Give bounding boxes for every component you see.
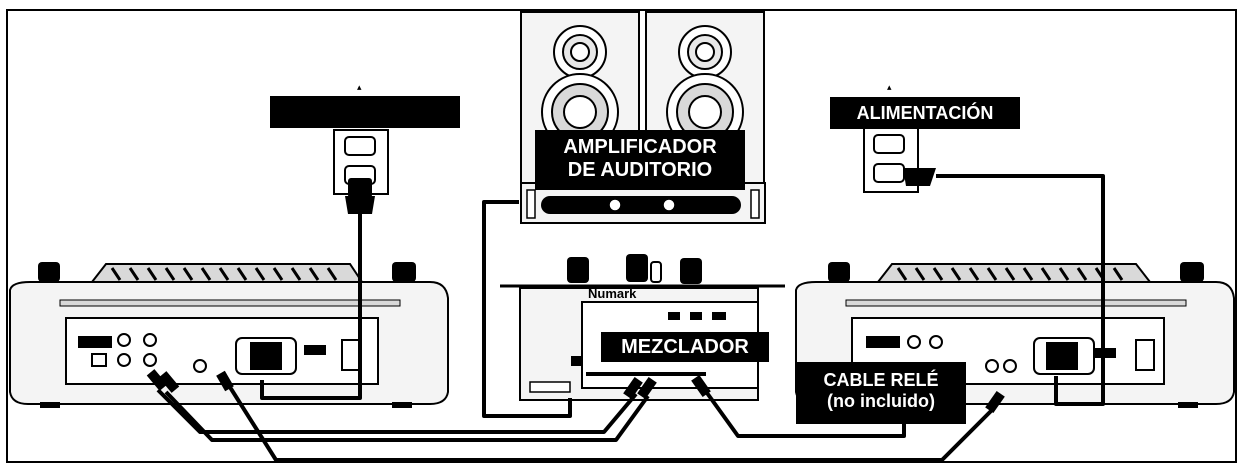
power-plug-icon-right — [903, 168, 936, 186]
mixer-label-text: MEZCLADOR — [621, 336, 749, 358]
left-outlet-marker: ▴ — [357, 83, 362, 93]
mixer-icon — [500, 254, 785, 401]
power-label: ALIMENTACIÓN — [830, 97, 1020, 129]
relay-cable-label-line2: (no incluido) — [827, 390, 935, 411]
amplifier-label-line2: DE AUDITORIO — [567, 159, 713, 181]
relay-cable-label: CABLE RELÉ (no incluido) — [796, 362, 966, 424]
right-power-cable — [936, 174, 1105, 406]
relay-cable — [226, 382, 994, 462]
amplifier-label: AMPLIFICADOR DE AUDITORIO — [535, 130, 745, 190]
left-power-cable — [260, 214, 362, 400]
mixer-label: MEZCLADOR — [601, 332, 769, 362]
power-label-text: ALIMENTACIÓN — [856, 103, 994, 123]
right-outlet-marker: ▴ — [887, 83, 892, 93]
power-plug-icon-left — [345, 178, 375, 214]
relay-cable-label-line1: CABLE RELÉ — [823, 370, 939, 390]
cables — [156, 174, 1105, 462]
right-rca-cable — [700, 384, 906, 438]
amplifier-label-line1: AMPLIFICADOR — [563, 136, 717, 158]
rca-connector-icon — [146, 369, 1005, 414]
mixer-brand-label: Numark — [588, 286, 637, 301]
left-rca-cable — [164, 390, 650, 442]
power-label-left — [270, 96, 460, 128]
amplifier-cable — [482, 200, 572, 418]
